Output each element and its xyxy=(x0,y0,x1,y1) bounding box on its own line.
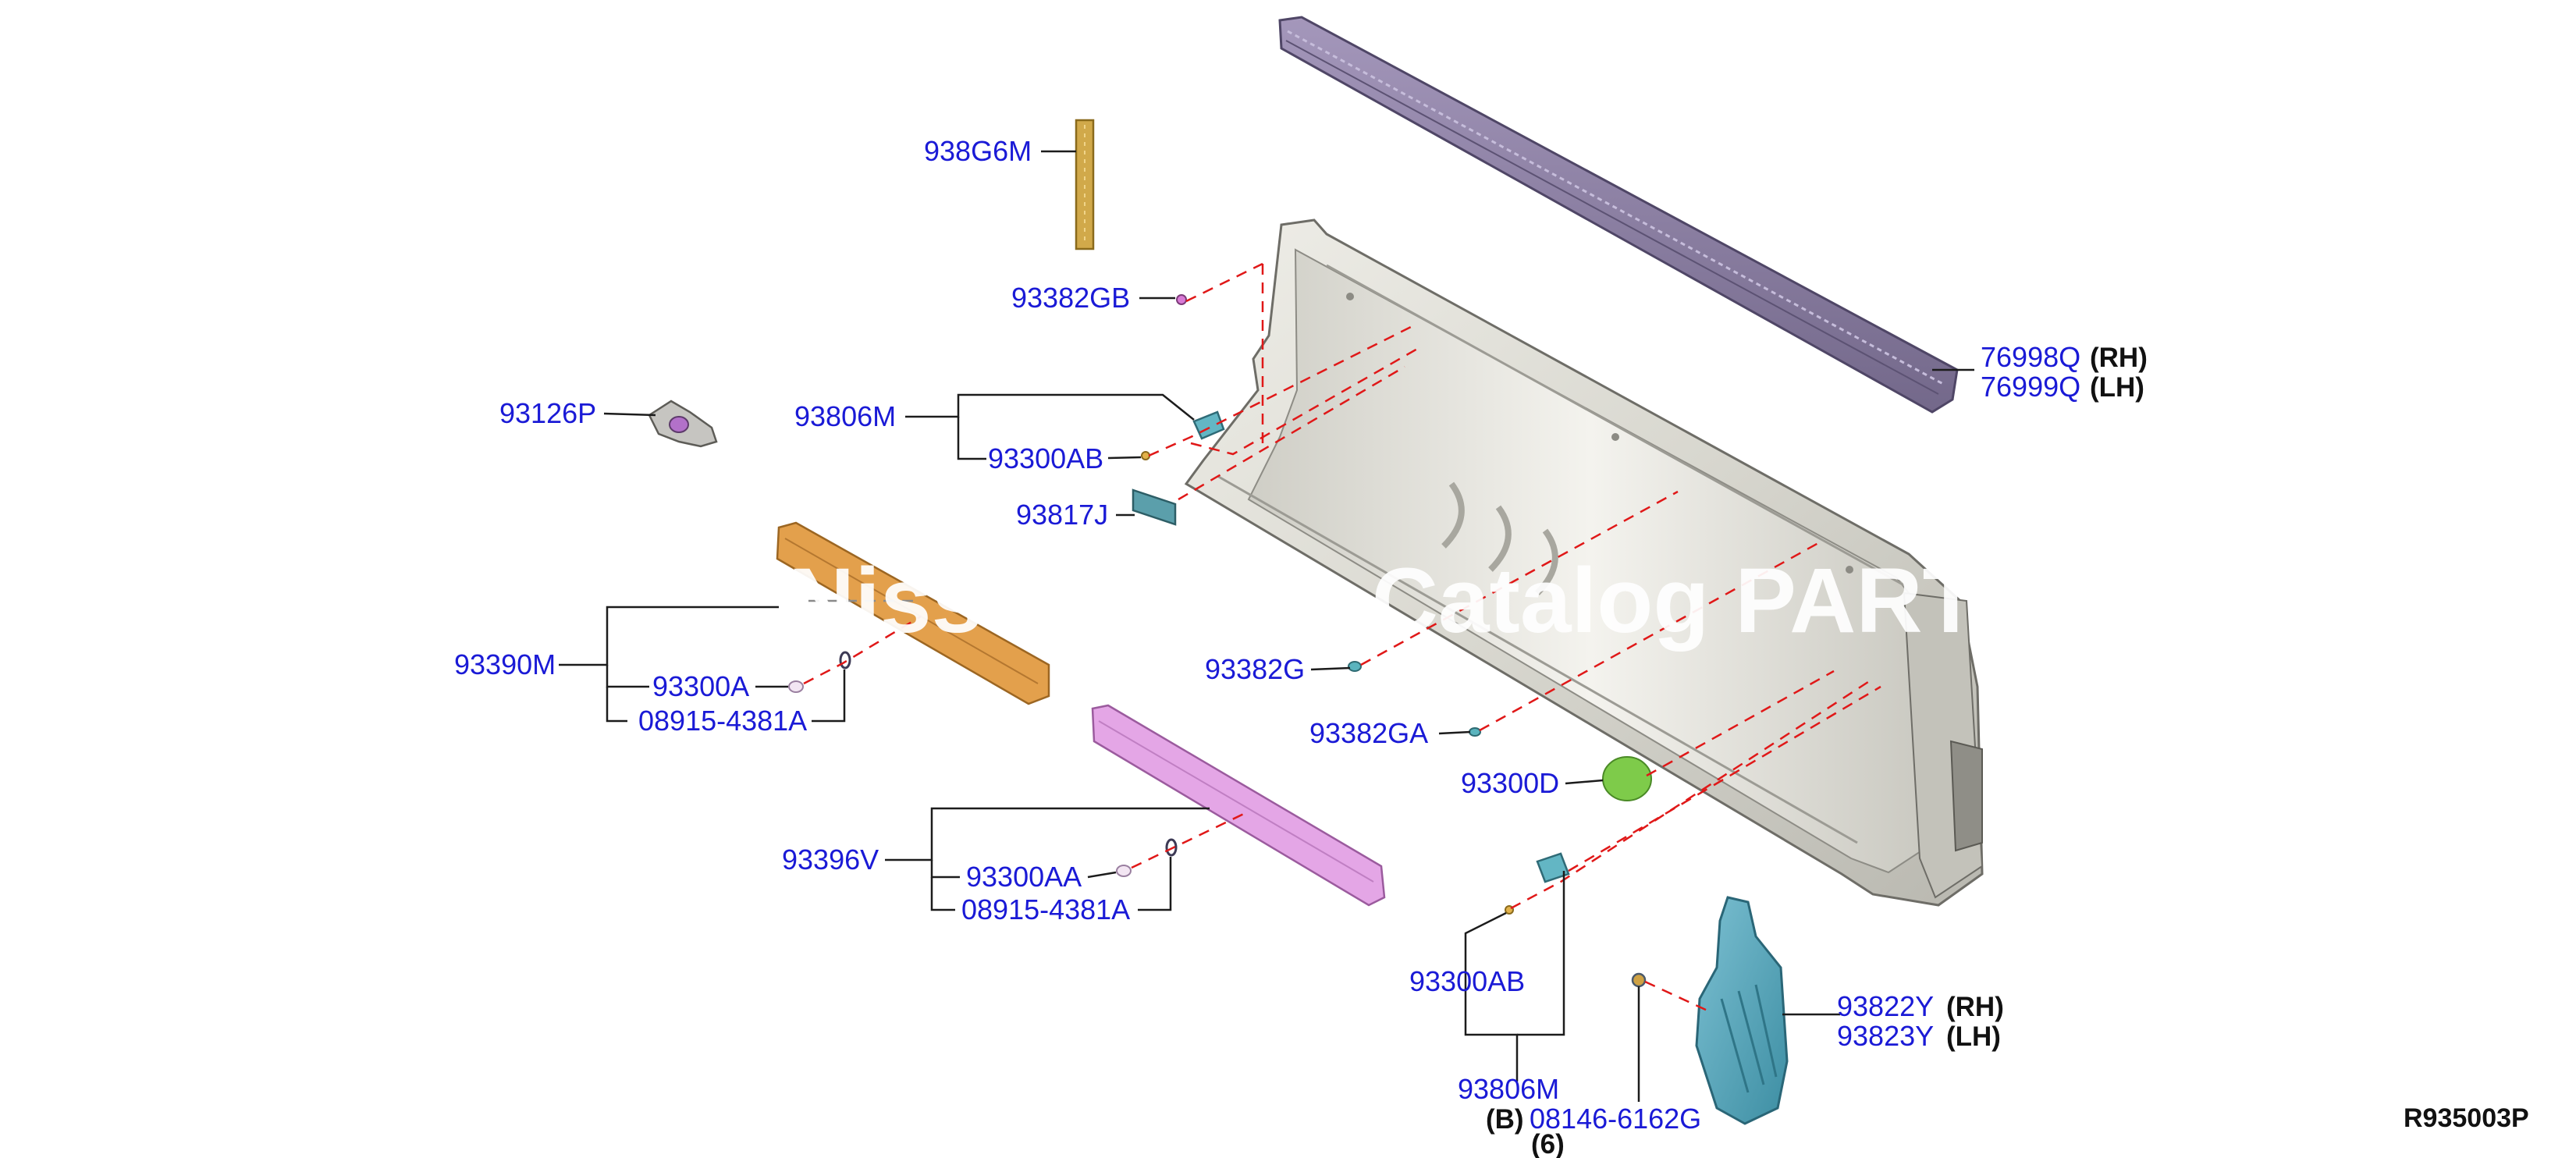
callout-93806m-bottom[interactable]: 93806M xyxy=(1458,1073,1559,1105)
assembly-guides xyxy=(803,262,1881,1013)
grommet-b-part xyxy=(1165,838,1178,857)
callout-93300d[interactable]: 93300D xyxy=(1461,767,1559,799)
front-rail-part xyxy=(776,521,1050,705)
clip-93300aa-part xyxy=(1116,865,1132,877)
callout-93126p[interactable]: 93126P xyxy=(499,397,596,429)
clip-93300ab-top-part xyxy=(1141,451,1150,460)
watermark-text: Nissan Parts Catalog PARTS xyxy=(788,549,2040,652)
callout-08146-6162g[interactable]: 08146-6162G xyxy=(1530,1103,1701,1135)
callout-93300ab-top[interactable]: 93300AB xyxy=(988,442,1103,474)
callout-938g6m[interactable]: 938G6M xyxy=(924,135,1032,167)
clip-93382gb-part xyxy=(1176,294,1187,305)
grommet-a-part xyxy=(839,651,851,670)
callout-93817j[interactable]: 93817J xyxy=(1016,499,1108,531)
diagram-id: R935003P xyxy=(2404,1103,2529,1133)
bolt-08146-part xyxy=(1631,972,1647,988)
callout-93806m-top[interactable]: 93806M xyxy=(794,400,896,432)
callout-93300aa[interactable]: 93300AA xyxy=(966,861,1082,893)
qualifier-lh-76999q: (LH) xyxy=(2090,372,2144,403)
callout-93390m[interactable]: 93390M xyxy=(454,648,556,680)
leader-lines xyxy=(559,150,1974,1102)
callout-76999q[interactable]: 76999Q xyxy=(1981,371,2080,403)
bracket-93806m-bottom-part xyxy=(1536,852,1570,883)
callout-93382gb[interactable]: 93382GB xyxy=(1011,282,1130,314)
bracket-93126p-part xyxy=(648,400,718,448)
clip-93382ga-part xyxy=(1469,727,1481,737)
callout-93300ab-bottom[interactable]: 93300AB xyxy=(1409,965,1525,997)
vertical-strip-part xyxy=(1075,119,1095,250)
callout-93823y[interactable]: 93823Y xyxy=(1837,1020,1934,1052)
callout-76998q[interactable]: 76998Q xyxy=(1981,341,2080,373)
callout-08915-4381a-a[interactable]: 08915-4381A xyxy=(638,705,807,737)
qualifier-quantity: (6) xyxy=(1531,1129,1565,1158)
qualifier-rh-76998q: (RH) xyxy=(2090,343,2148,373)
plate-93817j-part xyxy=(1132,488,1177,526)
callout-93300a[interactable]: 93300A xyxy=(652,670,749,702)
callout-93822y[interactable]: 93822Y xyxy=(1837,990,1934,1022)
callout-93382ga[interactable]: 93382GA xyxy=(1309,717,1428,749)
bed-side-panel-part xyxy=(1184,218,1984,907)
qualifier-lh-93823y: (LH) xyxy=(1946,1021,2001,1052)
callout-93396v[interactable]: 93396V xyxy=(782,844,879,876)
qualifier-rh-93822y: (RH) xyxy=(1946,992,2004,1022)
callout-08915-4381a-b[interactable]: 08915-4381A xyxy=(961,893,1130,925)
pink-rail-part xyxy=(1091,704,1386,907)
mud-guard-part xyxy=(1695,896,1789,1125)
plug-93300d-part xyxy=(1602,756,1652,801)
bracket-93806m-top-part xyxy=(1192,410,1225,440)
clip-93382g-part xyxy=(1348,661,1362,672)
clip-93300a-part xyxy=(788,680,804,693)
qualifier-b: (B) xyxy=(1486,1104,1524,1135)
upper-rail-cover-part xyxy=(1278,16,1959,414)
callout-93382g[interactable]: 93382G xyxy=(1205,653,1305,685)
